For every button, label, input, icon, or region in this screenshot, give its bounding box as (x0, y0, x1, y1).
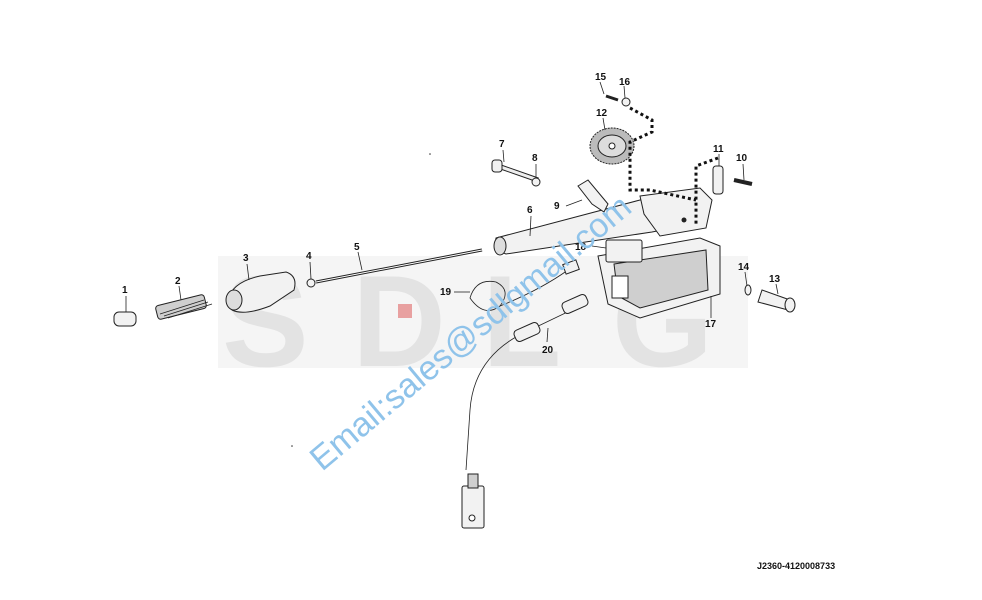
callout-9: 9 (554, 201, 560, 212)
watermark-letter-s: S (222, 248, 309, 394)
callout-8: 8 (532, 153, 538, 164)
part-19-cable-loop (469, 259, 580, 311)
stray-dot (291, 445, 293, 447)
callout-2: 2 (175, 276, 181, 287)
part-10-pin (733, 178, 753, 186)
callout-7: 7 (499, 139, 505, 150)
callout-6: 6 (527, 205, 533, 216)
callout-17: 17 (705, 319, 717, 330)
part-18-switch (605, 239, 643, 263)
callout-20: 20 (542, 345, 554, 356)
callouts: 1 2 3 4 5 6 7 8 9 10 11 12 13 14 15 16 1… (122, 72, 781, 356)
part-17-housing (597, 237, 721, 319)
part-14-washer (744, 284, 752, 296)
part-12-gear (589, 127, 635, 165)
callout-10: 10 (736, 153, 748, 164)
part-13-pin (757, 289, 796, 313)
callout-11: 11 (713, 144, 724, 155)
callout-5: 5 (354, 242, 360, 253)
part-3-knob (225, 271, 296, 313)
callout-19: 19 (440, 287, 452, 298)
callout-14: 14 (738, 262, 750, 273)
callout-15: 15 (595, 72, 607, 83)
part-16-washer (621, 97, 631, 107)
callout-4: 4 (306, 251, 312, 262)
callout-16: 16 (619, 77, 631, 88)
assembly-dashed-lines (628, 106, 719, 226)
watermark-red-square (398, 304, 412, 318)
callout-3: 3 (243, 253, 249, 264)
part-7-bolt (491, 159, 539, 183)
reference-code: J2360-4120008733 (757, 561, 835, 571)
part-8-washer (531, 177, 541, 187)
leader-lines (125, 81, 779, 343)
part-9-bracket (577, 179, 609, 213)
part-15-screw (605, 94, 619, 102)
stray-dot (429, 153, 431, 155)
callout-13: 13 (769, 274, 781, 285)
part-2-spring (155, 294, 213, 320)
part-5-rod (315, 248, 483, 284)
callout-12: 12 (596, 108, 608, 119)
part-11-sleeve (712, 165, 724, 195)
part-20-cable (461, 294, 589, 529)
part-4-washer (306, 278, 316, 288)
callout-1: 1 (122, 285, 128, 296)
callout-18: 18 (575, 242, 587, 253)
part-1-end-cap (113, 311, 137, 327)
